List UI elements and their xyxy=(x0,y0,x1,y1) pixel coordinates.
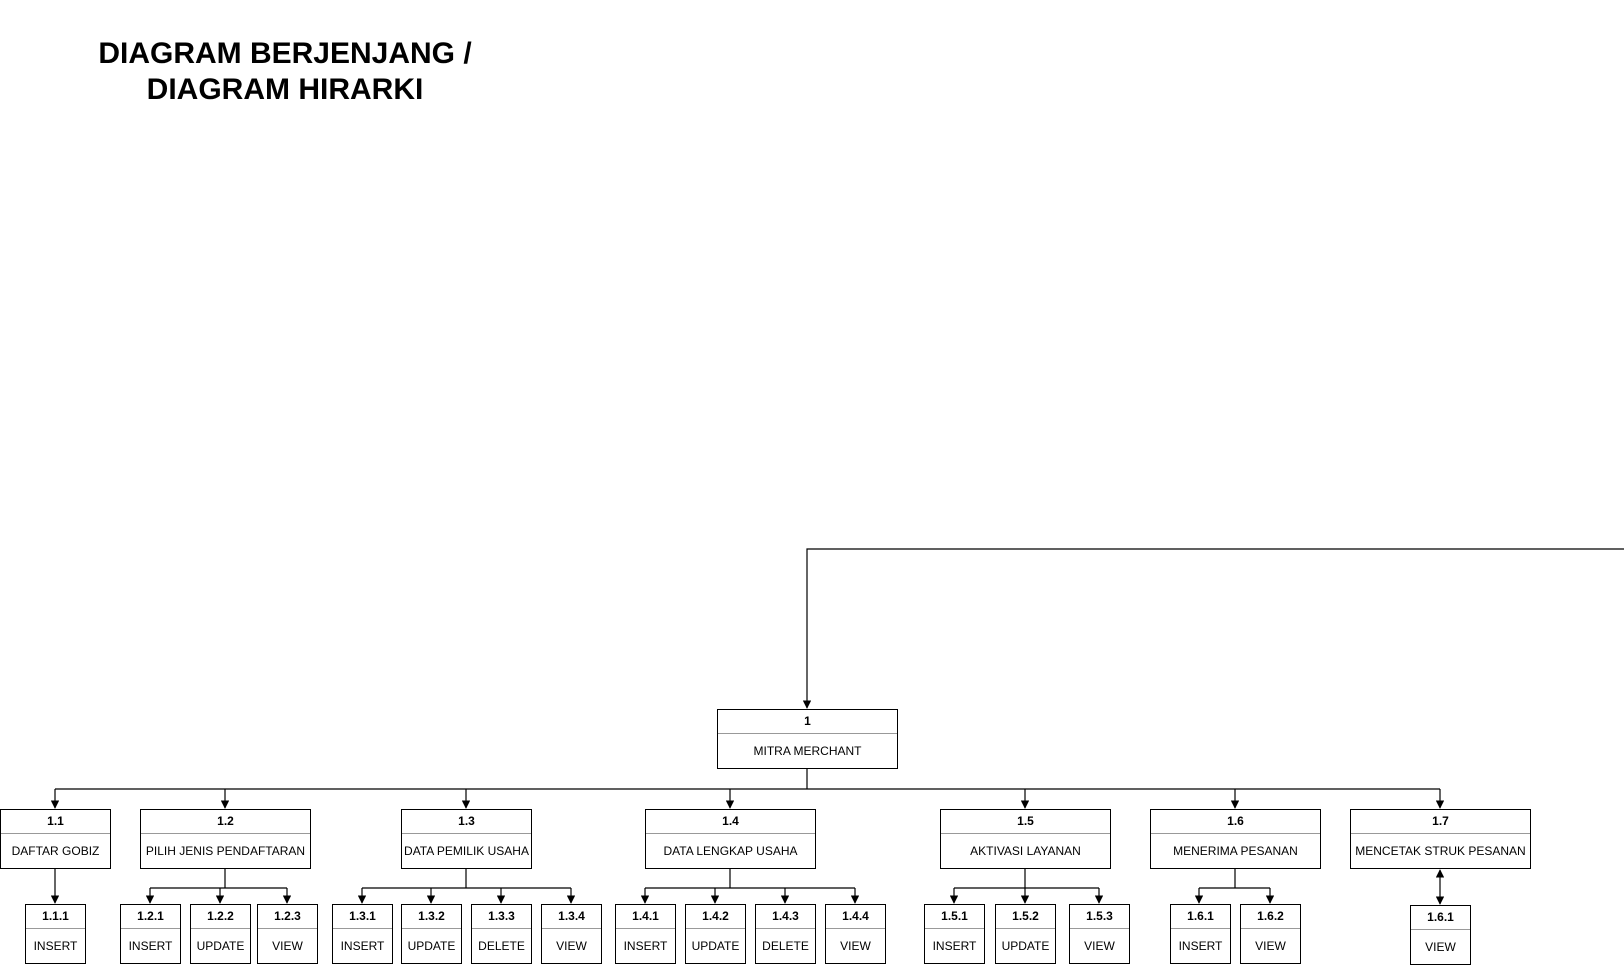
node-1-2-2-update: 1.2.2 UPDATE xyxy=(190,904,251,964)
node-id: 1.4.3 xyxy=(756,905,815,929)
node-data-lengkap-usaha: 1.4 DATA LENGKAP USAHA xyxy=(645,809,816,869)
node-id: 1.3 xyxy=(402,810,531,834)
node-id: 1.4.1 xyxy=(616,905,675,929)
node-label: VIEW xyxy=(840,939,871,953)
bus-1-3 xyxy=(362,868,571,889)
node-daftar-gobiz: 1.1 DAFTAR GOBIZ xyxy=(0,809,111,869)
node-menerima-pesanan: 1.6 MENERIMA PESANAN xyxy=(1150,809,1321,869)
title-line-1: DIAGRAM BERJENJANG / xyxy=(98,37,472,70)
node-id: 1.6.2 xyxy=(1241,905,1300,929)
bus-1-5 xyxy=(954,868,1099,889)
node-label: UPDATE xyxy=(407,939,456,953)
node-label: INSERT xyxy=(932,939,977,953)
node-id: 1 xyxy=(718,710,897,734)
node-label: MENCETAK STRUK PESANAN xyxy=(1355,844,1526,858)
node-aktivasi-layanan: 1.5 AKTIVASI LAYANAN xyxy=(940,809,1111,869)
node-label: UPDATE xyxy=(196,939,245,953)
node-1-3-3-delete: 1.3.3 DELETE xyxy=(471,904,532,964)
node-label: INSERT xyxy=(340,939,385,953)
node-1-4-1-insert: 1.4.1 INSERT xyxy=(615,904,676,964)
node-label: INSERT xyxy=(128,939,173,953)
node-id: 1.5.2 xyxy=(996,905,1055,929)
node-id: 1.5.1 xyxy=(925,905,984,929)
node-label: VIEW xyxy=(556,939,587,953)
node-1-3-4-view: 1.3.4 VIEW xyxy=(541,904,602,964)
node-id: 1.7 xyxy=(1351,810,1530,834)
node-id: 1.2.2 xyxy=(191,905,250,929)
node-pilih-jenis-pendaftaran: 1.2 PILIH JENIS PENDAFTARAN xyxy=(140,809,311,869)
node-id: 1.5.3 xyxy=(1070,905,1129,929)
node-label: UPDATE xyxy=(1001,939,1050,953)
node-id: 1.2 xyxy=(141,810,310,834)
node-label: DELETE xyxy=(762,939,809,953)
title-line-2: DIAGRAM HIRARKI xyxy=(146,73,424,106)
node-label: INSERT xyxy=(33,939,78,953)
top-connector xyxy=(802,548,1624,709)
node-label: PILIH JENIS PENDAFTARAN xyxy=(145,844,306,858)
node-label: INSERT xyxy=(1178,939,1223,953)
node-1-3-2-update: 1.3.2 UPDATE xyxy=(401,904,462,964)
node-1-3-1-insert: 1.3.1 INSERT xyxy=(332,904,393,964)
node-mencetak-struk-pesanan: 1.7 MENCETAK STRUK PESANAN xyxy=(1350,809,1531,869)
node-1-2-1-insert: 1.2.1 INSERT xyxy=(120,904,181,964)
node-1-1-1-insert: 1.1.1 INSERT xyxy=(25,904,86,964)
node-label: DAFTAR GOBIZ xyxy=(11,844,100,858)
node-id: 1.6.1 xyxy=(1171,905,1230,929)
node-id: 1.6.1 xyxy=(1411,906,1470,930)
node-label: UPDATE xyxy=(691,939,740,953)
node-label: AKTIVASI LAYANAN xyxy=(970,844,1081,858)
node-id: 1.4.2 xyxy=(686,905,745,929)
node-label: DELETE xyxy=(478,939,525,953)
node-data-pemilik-usaha: 1.3 DATA PEMILIK USAHA xyxy=(401,809,532,869)
node-id: 1.1 xyxy=(1,810,110,834)
node-id: 1.2.1 xyxy=(121,905,180,929)
node-1-6-1-insert: 1.6.1 INSERT xyxy=(1170,904,1231,964)
node-label: DATA PEMILIK USAHA xyxy=(404,844,529,858)
node-1-4-3-delete: 1.4.3 DELETE xyxy=(755,904,816,964)
node-1-7-view: 1.6.1 VIEW xyxy=(1410,905,1471,965)
node-1-6-2-view: 1.6.2 VIEW xyxy=(1240,904,1301,964)
node-id: 1.4 xyxy=(646,810,815,834)
node-id: 1.3.2 xyxy=(402,905,461,929)
node-1-4-4-view: 1.4.4 VIEW xyxy=(825,904,886,964)
node-label: VIEW xyxy=(1084,939,1115,953)
node-id: 1.3.3 xyxy=(472,905,531,929)
bus-1-2 xyxy=(150,868,287,889)
node-1-5-2-update: 1.5.2 UPDATE xyxy=(995,904,1056,964)
bus-1-6 xyxy=(1199,868,1270,889)
node-label: VIEW xyxy=(1255,939,1286,953)
node-label: MITRA MERCHANT xyxy=(753,744,862,758)
node-id: 1.6 xyxy=(1151,810,1320,834)
node-label: MENERIMA PESANAN xyxy=(1173,844,1298,858)
node-label: DATA LENGKAP USAHA xyxy=(663,844,798,858)
node-mitra-merchant: 1 MITRA MERCHANT xyxy=(717,709,898,769)
node-1-5-3-view: 1.5.3 VIEW xyxy=(1069,904,1130,964)
node-label: VIEW xyxy=(272,939,303,953)
node-id: 1.4.4 xyxy=(826,905,885,929)
node-label: INSERT xyxy=(623,939,668,953)
node-label: VIEW xyxy=(1425,940,1456,954)
node-1-5-1-insert: 1.5.1 INSERT xyxy=(924,904,985,964)
node-id: 1.3.4 xyxy=(542,905,601,929)
node-id: 1.1.1 xyxy=(26,905,85,929)
node-id: 1.5 xyxy=(941,810,1110,834)
node-1-4-2-update: 1.4.2 UPDATE xyxy=(685,904,746,964)
diagram-title: DIAGRAM BERJENJANG / DIAGRAM HIRARKI xyxy=(60,36,510,108)
node-id: 1.3.1 xyxy=(333,905,392,929)
node-id: 1.2.3 xyxy=(258,905,317,929)
node-1-2-3-view: 1.2.3 VIEW xyxy=(257,904,318,964)
bus-1-4 xyxy=(645,868,855,889)
